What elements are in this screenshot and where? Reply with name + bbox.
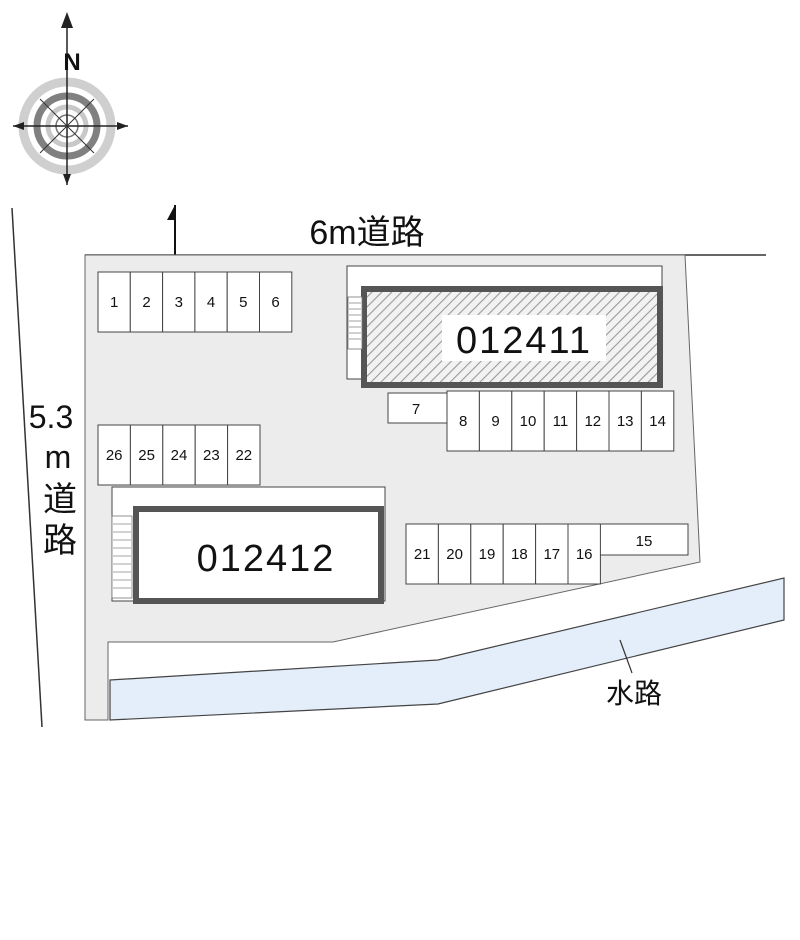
parking-stall-21: 21 bbox=[405, 523, 439, 585]
entrance-marker-icon bbox=[167, 205, 176, 255]
parking-stall-8: 8 bbox=[446, 390, 480, 452]
parking-stall-19-label: 19 bbox=[479, 546, 496, 563]
waterway bbox=[109, 577, 785, 721]
parking-stall-4-label: 4 bbox=[207, 294, 215, 311]
parking-stall-11-label: 11 bbox=[553, 413, 569, 430]
north-road-label: 6m道路 bbox=[309, 214, 424, 252]
west-road-label-char-2: 路 bbox=[43, 522, 77, 560]
parking-stall-1: 1 bbox=[97, 271, 131, 333]
parking-stall-15-label: 15 bbox=[636, 533, 653, 550]
parking-stall-12: 12 bbox=[576, 390, 610, 452]
parking-stall-16: 16 bbox=[567, 523, 601, 585]
parking-stall-24-label: 24 bbox=[171, 447, 188, 464]
parking-stall-15: 15 bbox=[599, 523, 689, 556]
parking-stall-2: 2 bbox=[129, 271, 164, 333]
parking-stall-23-label: 23 bbox=[203, 447, 220, 464]
parking-stall-20: 20 bbox=[437, 523, 472, 585]
parking-stall-26-label: 26 bbox=[106, 447, 123, 464]
west-road-edge bbox=[11, 207, 43, 728]
parking-stall-12-label: 12 bbox=[584, 413, 601, 430]
parking-stall-3: 3 bbox=[162, 271, 196, 333]
parking-stall-7: 7 bbox=[387, 392, 448, 424]
parking-stall-5: 5 bbox=[226, 271, 260, 333]
parking-stall-14-label: 14 bbox=[649, 413, 666, 430]
west-road-label-char-1: 道 bbox=[43, 481, 77, 519]
building-012412: 012412 bbox=[111, 486, 386, 604]
parking-stall-23: 23 bbox=[194, 424, 229, 486]
parking-stall-1-label: 1 bbox=[110, 294, 118, 311]
parking-stall-8-label: 8 bbox=[459, 413, 467, 430]
parking-stall-25-label: 25 bbox=[138, 447, 155, 464]
parking-stall-13: 13 bbox=[608, 390, 642, 452]
parking-stall-2-label: 2 bbox=[142, 294, 150, 311]
stair-icon bbox=[347, 296, 363, 350]
parking-stall-7-label: 7 bbox=[412, 401, 420, 418]
parking-stall-17: 17 bbox=[535, 523, 569, 585]
compass-north-label: N bbox=[63, 49, 80, 76]
parking-stall-20-label: 20 bbox=[446, 546, 463, 563]
west-road-label: 5.3 m 道 路 bbox=[29, 399, 77, 560]
parking-stall-22-label: 22 bbox=[235, 447, 252, 464]
parking-stall-10-label: 10 bbox=[520, 413, 537, 430]
parking-stall-3-label: 3 bbox=[175, 294, 183, 311]
parking-stall-17-label: 17 bbox=[543, 546, 560, 563]
parking-stall-25: 25 bbox=[129, 424, 164, 486]
parking-stall-19: 19 bbox=[470, 523, 504, 585]
parking-stall-18-label: 18 bbox=[511, 546, 528, 563]
west-road-label-width: 5.3 bbox=[29, 399, 73, 435]
building-012412-label: 012412 bbox=[197, 538, 336, 580]
parking-stall-16-label: 16 bbox=[576, 546, 593, 563]
building-012411: 012411 bbox=[346, 265, 663, 388]
parking-stall-9-label: 9 bbox=[491, 413, 499, 430]
parking-stall-24: 24 bbox=[162, 424, 196, 486]
building-012411-label: 012411 bbox=[456, 320, 592, 362]
parking-stall-11: 11 bbox=[543, 390, 578, 452]
parking-stall-6: 6 bbox=[259, 271, 293, 333]
waterway-label: 水路 bbox=[606, 678, 662, 709]
parking-stall-10: 10 bbox=[511, 390, 545, 452]
parking-stall-4: 4 bbox=[194, 271, 228, 333]
parking-stall-14: 14 bbox=[640, 390, 675, 452]
west-road-label-unit: m bbox=[45, 439, 72, 475]
waterway-leader-line bbox=[619, 639, 633, 674]
parking-stall-21-label: 21 bbox=[414, 546, 431, 563]
stair-icon bbox=[111, 515, 133, 599]
parking-stall-5-label: 5 bbox=[239, 294, 247, 311]
parking-stall-6-label: 6 bbox=[271, 294, 279, 311]
parking-stall-13-label: 13 bbox=[617, 413, 634, 430]
parking-stall-26: 26 bbox=[97, 424, 131, 486]
parking-stall-9: 9 bbox=[478, 390, 513, 452]
parking-stall-22: 22 bbox=[227, 424, 261, 486]
parking-stall-18: 18 bbox=[502, 523, 537, 585]
compass-icon bbox=[13, 12, 128, 185]
